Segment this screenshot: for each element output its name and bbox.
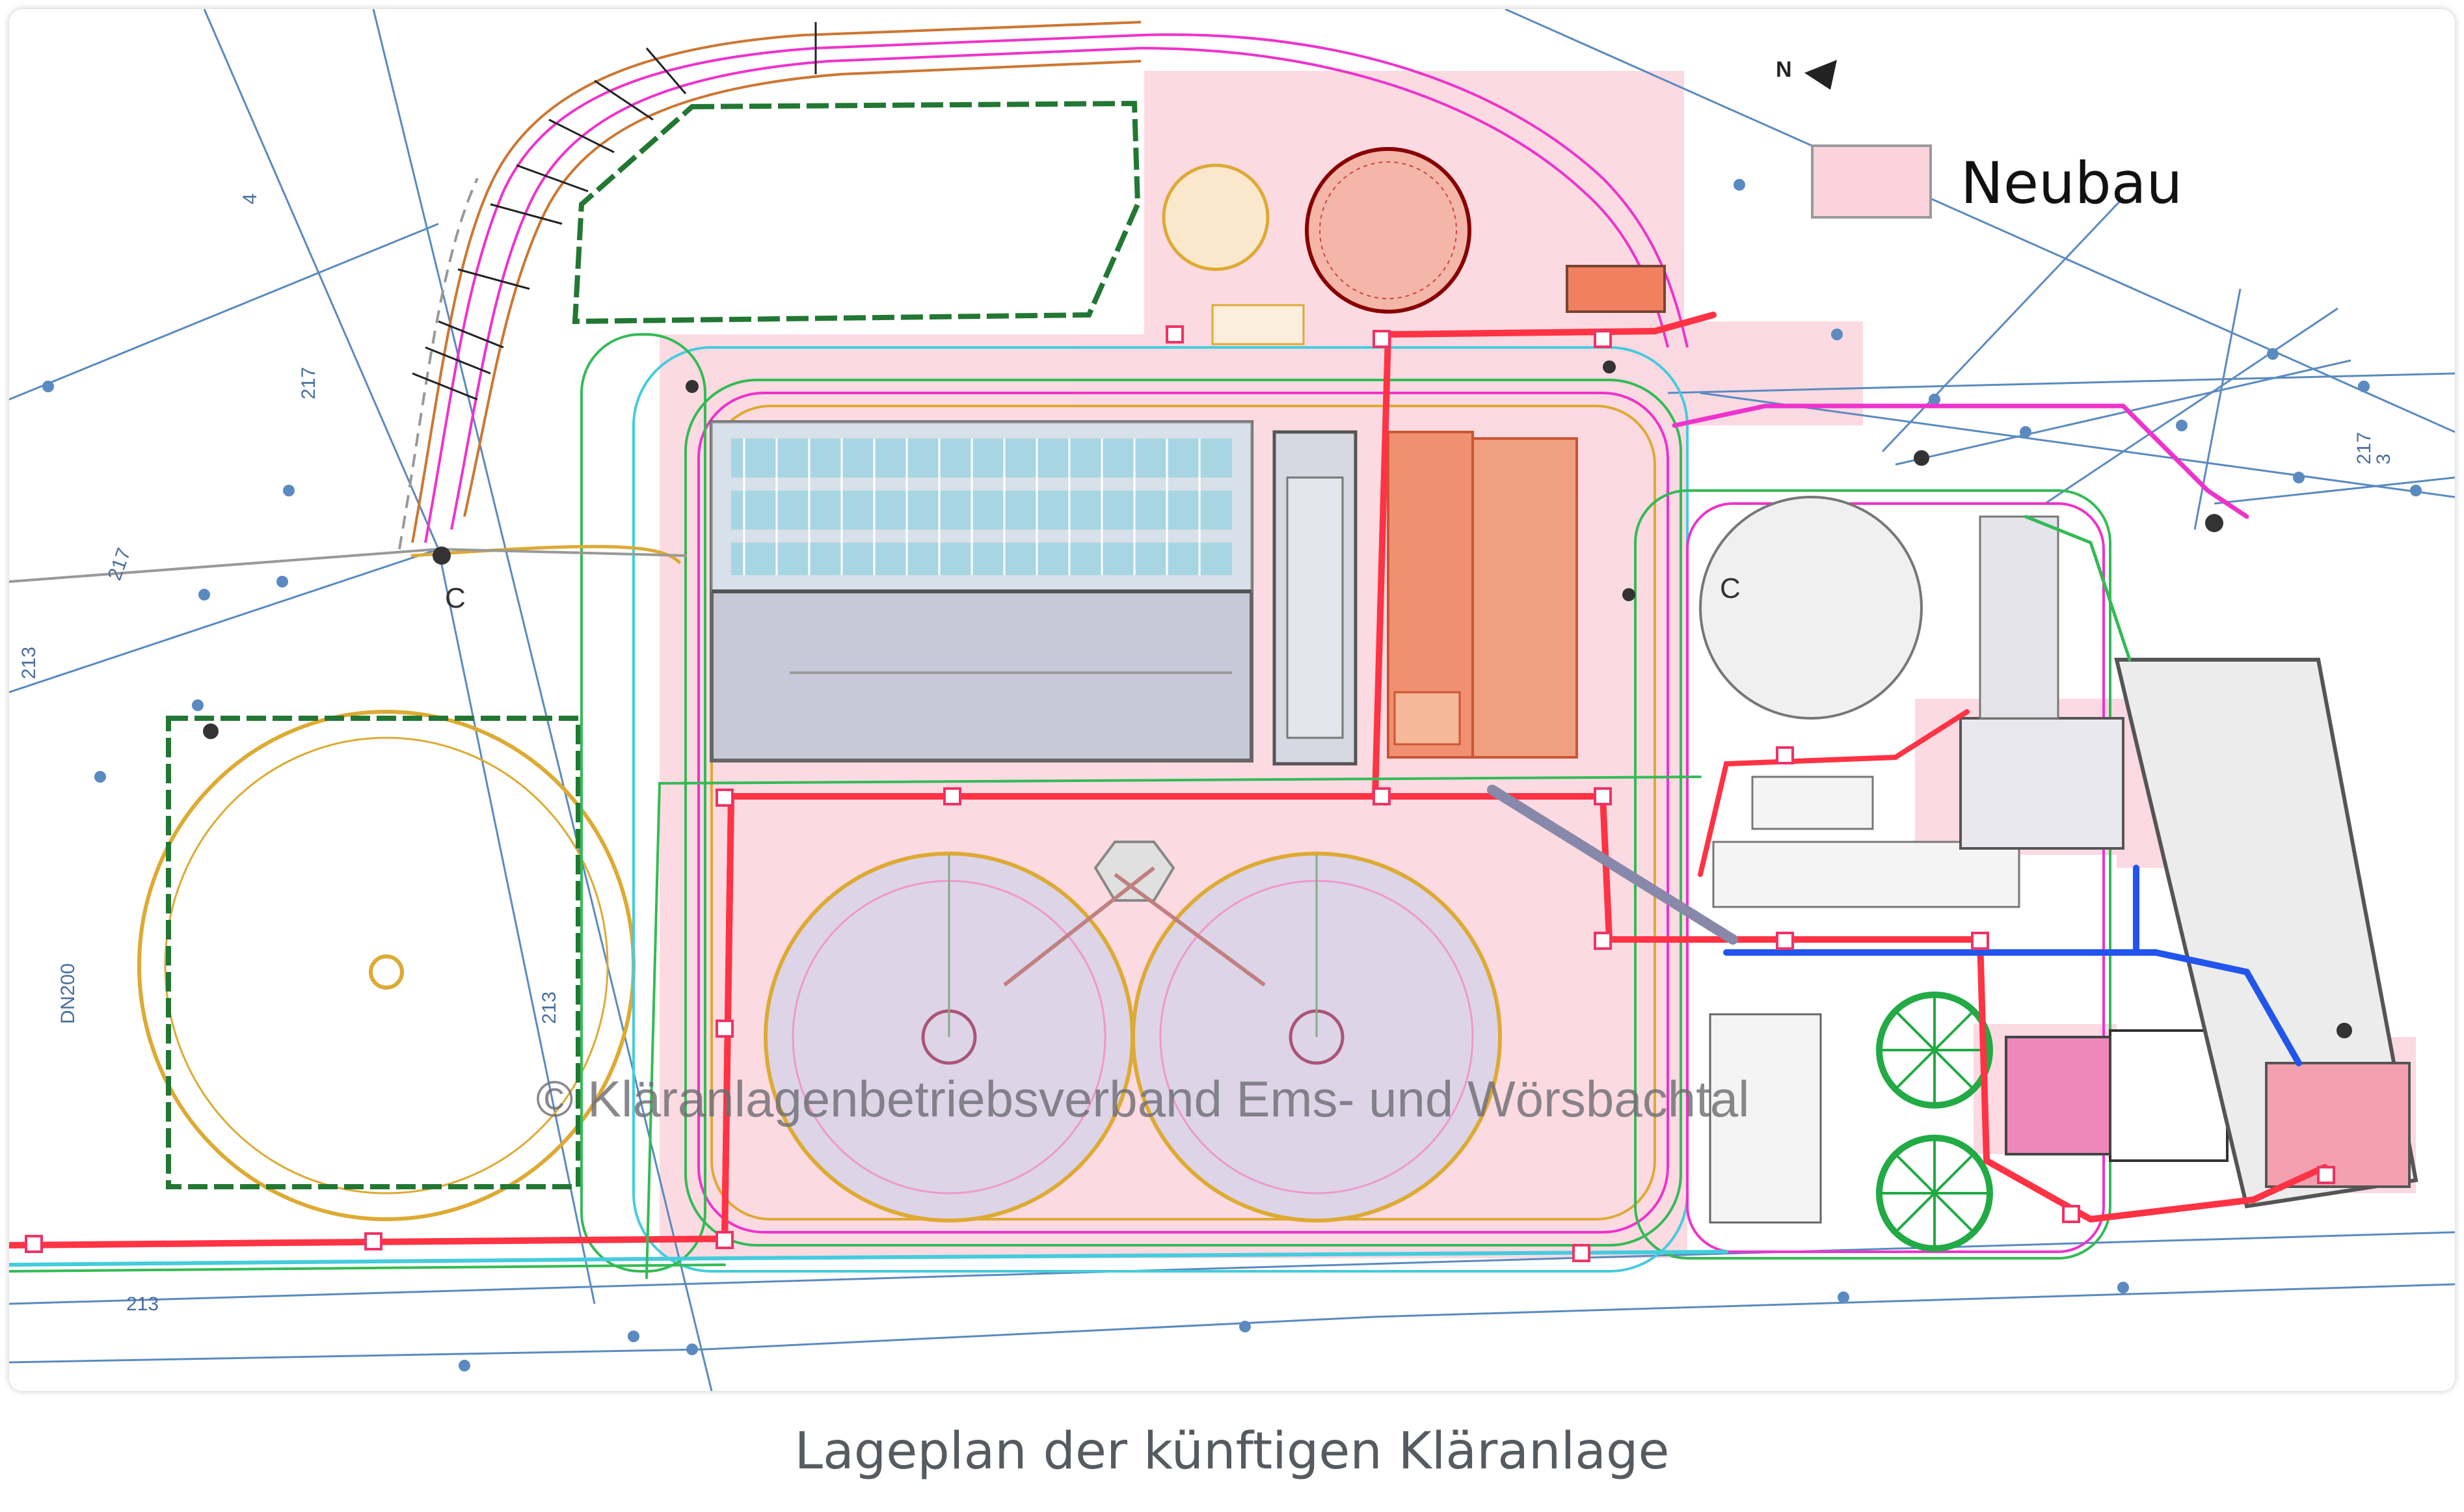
legend-swatch	[1811, 144, 1932, 219]
figure-caption: Lageplan der künftigen Kläranlage	[794, 1422, 1670, 1481]
copyright-watermark: © Kläranlagenbetriebsverband Ems- und Wö…	[536, 1070, 1749, 1127]
section-marker-c1: C	[445, 582, 466, 614]
site-plan-drawing: DN200 213 213 217 217 217 4 213 3 C C © …	[9, 9, 2455, 1391]
survey-number-1: 213	[126, 1293, 159, 1315]
survey-number-2: 213	[539, 992, 560, 1024]
svg-text:N: N	[1776, 57, 1792, 82]
survey-number-8: 3	[2373, 453, 2394, 465]
legend: Neubau	[1811, 144, 2182, 219]
manholes	[203, 360, 2352, 1038]
survey-number-7: 213	[18, 647, 40, 679]
section-marker-c2: C	[1720, 573, 1741, 604]
site-plan-figure: DN200 213 213 217 217 217 4 213 3 C C © …	[9, 9, 2455, 1391]
treatment-right	[1699, 496, 2418, 1252]
survey-number-5: 217	[2353, 432, 2375, 465]
pipe-nodes	[25, 325, 2335, 1262]
north-arrow-icon: N	[1776, 57, 1837, 90]
legend-label: Neubau	[1961, 150, 2182, 217]
filtration-unit	[1272, 430, 1358, 766]
survey-nodes	[42, 179, 2422, 1371]
road-ticks	[412, 22, 817, 401]
digesters	[1162, 147, 1666, 345]
survey-number-6: 4	[239, 193, 261, 204]
access-road	[398, 21, 1689, 550]
field-parcel	[572, 100, 1141, 325]
survey-lines	[9, 9, 2455, 1391]
dn-label: DN200	[57, 964, 79, 1024]
operations-building-orange	[1387, 431, 1578, 759]
survey-number-3: 217	[298, 367, 319, 399]
aeration-basin	[710, 420, 1253, 763]
survey-number-4: 217	[104, 545, 135, 583]
storage-tank-left	[137, 710, 636, 1221]
clarifiers	[764, 841, 1502, 1222]
